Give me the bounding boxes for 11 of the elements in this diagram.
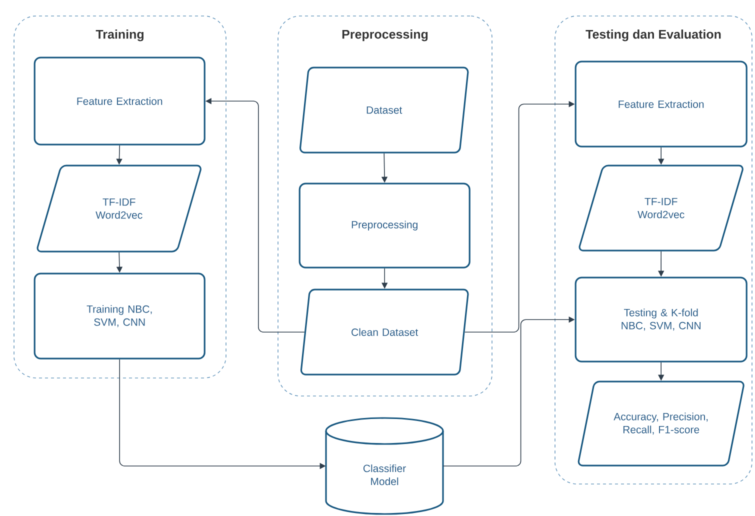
data-parallelogram: TF-IDF Word2vec xyxy=(578,164,744,252)
data-parallelogram: Accuracy, Precision, Recall, F1-score xyxy=(578,380,744,466)
data-parallelogram: Clean Dataset xyxy=(300,288,469,376)
process-box: Feature Extraction xyxy=(34,56,206,146)
process-box: Preprocessing xyxy=(298,182,470,268)
database-cylinder: Classifier Model xyxy=(325,417,444,515)
process-box: Training NBC, SVM, CNN xyxy=(34,272,206,360)
data-parallelogram: Dataset xyxy=(299,66,469,154)
data-parallelogram: TF-IDF Word2vec xyxy=(36,164,202,252)
process-box: Feature Extraction xyxy=(574,60,748,148)
process-box: Testing & K-fold NBC, SVM, CNN xyxy=(574,276,748,362)
